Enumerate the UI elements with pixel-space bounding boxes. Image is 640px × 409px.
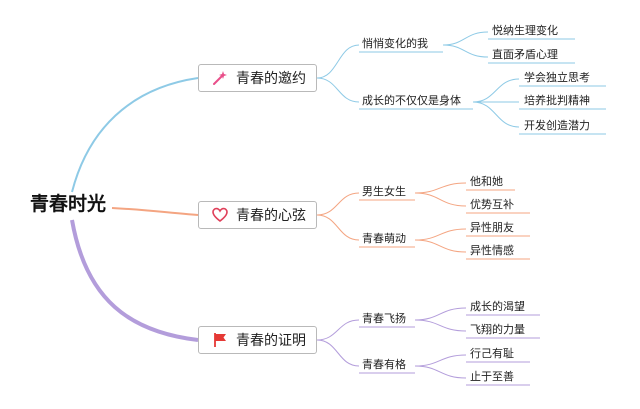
- label-underlines: [359, 38, 606, 386]
- link-root-branch-3: [70, 219, 199, 342]
- detail-label[interactable]: 止于至善: [470, 370, 514, 383]
- subtopic-label[interactable]: 青春飞扬: [362, 312, 406, 325]
- subtopic-label[interactable]: 男生女生: [362, 185, 406, 198]
- detail-label[interactable]: 行己有耻: [470, 347, 514, 360]
- heart-icon: [211, 206, 229, 224]
- branch-topic-3-label: 青春的证明: [236, 333, 306, 349]
- link-b1-c2-g3: [472, 101, 520, 128]
- link-root-branch-2: [111, 207, 199, 216]
- branch-topic-1-label: 青春的邀约: [236, 71, 306, 87]
- red-flag-icon: [211, 331, 229, 349]
- link-root-branch-1: [71, 77, 199, 193]
- branch-topic-2-label: 青春的心弦: [236, 208, 306, 224]
- link-b1-c1-g1: [442, 31, 489, 46]
- link-b1-c2: [316, 77, 360, 103]
- link-b1-c2-g1: [472, 78, 520, 103]
- link-b1-c1: [316, 44, 360, 79]
- link-b2-c2: [316, 214, 360, 241]
- root-topic[interactable]: 青春时光: [30, 193, 107, 215]
- link-b3-c2-g1: [414, 354, 467, 367]
- detail-label[interactable]: 开发创造潜力: [524, 119, 590, 132]
- branch-topic-3[interactable]: 青春的证明: [198, 326, 317, 354]
- magic-wand-icon: [211, 69, 229, 87]
- subtopic-label[interactable]: 青春萌动: [362, 232, 406, 245]
- detail-label[interactable]: 飞翔的力量: [470, 323, 525, 336]
- link-b2-c2-g2: [414, 239, 467, 253]
- detail-label[interactable]: 学会独立思考: [524, 71, 590, 84]
- link-b3-c1: [316, 319, 360, 341]
- link-b3-c1-g1: [414, 307, 467, 321]
- link-b3-c2: [316, 339, 360, 367]
- detail-label[interactable]: 他和她: [470, 175, 503, 188]
- link-b3-c1-g2: [414, 319, 467, 332]
- detail-label[interactable]: 直面矛盾心理: [492, 48, 558, 61]
- detail-label[interactable]: 异性朋友: [470, 221, 514, 234]
- detail-label[interactable]: 成长的渴望: [470, 300, 525, 313]
- detail-label[interactable]: 异性情感: [470, 244, 514, 257]
- link-b2-c1: [316, 192, 360, 216]
- detail-label[interactable]: 优势互补: [470, 198, 514, 211]
- link-b3-c2-g2: [414, 365, 467, 379]
- link-b2-c1-g1: [414, 182, 467, 194]
- subtopic-label[interactable]: 成长的不仅仅是身体: [362, 94, 461, 107]
- link-b1-c1-g2: [442, 44, 489, 58]
- link-b2-c1-g2: [414, 192, 467, 207]
- detail-label[interactable]: 培养批判精神: [524, 94, 590, 107]
- branch-topic-1[interactable]: 青春的邀约: [198, 64, 317, 92]
- subtopic-label[interactable]: 悄悄变化的我: [362, 37, 428, 50]
- branch-topic-2[interactable]: 青春的心弦: [198, 201, 317, 229]
- subtopic-label[interactable]: 青春有格: [362, 358, 406, 371]
- link-b2-c2-g1: [414, 228, 467, 241]
- detail-label[interactable]: 悦纳生理变化: [492, 24, 558, 37]
